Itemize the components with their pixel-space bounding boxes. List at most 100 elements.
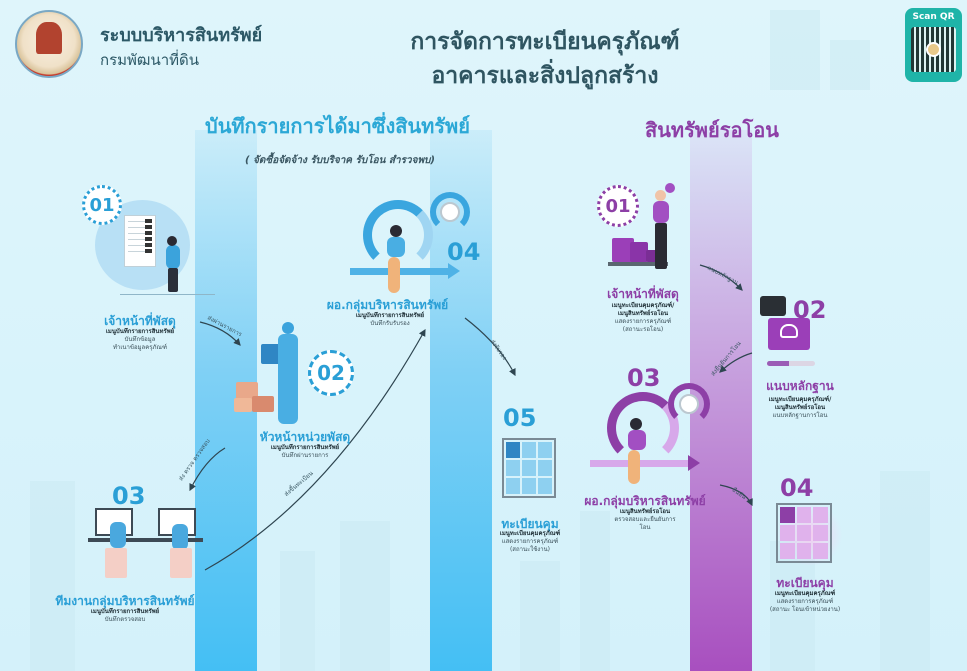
supply-officer-figure-icon xyxy=(653,201,669,223)
skyline-building xyxy=(280,551,315,671)
storage-shelf-icon xyxy=(776,503,832,563)
step-role: ผอ.กลุ่มบริหารสินทรัพย์ xyxy=(584,494,706,508)
staff-figure-icon xyxy=(166,245,180,269)
step-detail: บันทึกรับรับรอง xyxy=(370,320,410,327)
step-menu: เมนูสินทรัพย์รอโอน xyxy=(617,310,669,317)
cardboard-box-icon xyxy=(252,396,274,412)
step-description: เมนูทะเบียนคุมครุภัณฑ์/ เมนูสินทรัพย์รอโ… xyxy=(598,302,688,334)
head-of-supply-head-icon xyxy=(282,322,294,334)
purple-box-icon xyxy=(630,242,648,262)
step-menu: เมนูบันทึกรายการสินทรัพย์ xyxy=(270,444,340,451)
step-number: 02 xyxy=(317,361,345,385)
team-member-figure-icon xyxy=(172,524,188,550)
step-description: เมนูสินทรัพย์รอโอน ตรวจสอบและยืนยันการ โ… xyxy=(600,508,690,532)
step-menu: เมนูทะเบียนคุมครุภัณฑ์ xyxy=(774,590,836,597)
step-number: 01 xyxy=(605,195,631,217)
step-number: 03 xyxy=(112,482,146,510)
step-role: เจ้าหน้าที่พัสดุ xyxy=(104,314,176,328)
cardboard-box-icon xyxy=(234,398,252,412)
step-detail: (สถานะใช้งาน) xyxy=(509,546,551,553)
step-number: 01 xyxy=(89,194,115,216)
director-head-icon xyxy=(630,418,642,430)
director-legs-icon xyxy=(628,450,640,484)
check-badge-icon xyxy=(665,183,675,193)
step-number: 04 xyxy=(447,238,481,266)
step-badge: 01 xyxy=(82,185,122,225)
folder-icon xyxy=(760,296,786,316)
skyline-building xyxy=(830,40,870,90)
ground-line xyxy=(120,294,215,295)
step-detail: (สถานะ โอนเข้าหน่วยงาน) xyxy=(769,606,841,613)
desk-icon xyxy=(88,538,203,542)
step-role: ผอ.กลุ่มบริหารสินทรัพย์ xyxy=(326,298,449,312)
small-cycle-arrow-icon xyxy=(668,383,710,425)
step-badge: 01 xyxy=(597,185,639,227)
step-detail: แสดงรายการครุภัณฑ์ xyxy=(614,318,672,325)
skyline-building xyxy=(340,521,390,671)
qr-code-icon[interactable] xyxy=(911,27,956,72)
upload-progress-bar xyxy=(767,361,815,366)
cart-icon xyxy=(608,262,668,266)
logo-emblem-icon xyxy=(36,22,62,54)
step-menu: เมนูสินทรัพย์รอโอน xyxy=(774,404,826,411)
cardboard-box-icon xyxy=(236,382,258,400)
step-detail: แสดงรายการครุภัณฑ์ xyxy=(776,598,834,605)
upload-arrow-icon xyxy=(780,324,798,338)
step-description: เมนูทะเบียนคุมครุภัณฑ์ แสดงรายการครุภัณฑ… xyxy=(755,590,855,614)
progress-arrow-icon xyxy=(590,455,700,471)
step-role: แนบหลักฐาน xyxy=(766,379,834,393)
skyline-building xyxy=(580,511,610,671)
acquisition-subtitle: ( จัดซื้อจัดจ้าง รับบริจาค รับโอน สำรวจพ… xyxy=(245,155,435,166)
cycle-arrow-icon xyxy=(363,200,433,270)
step-detail: แนบหลักฐานการโอน xyxy=(772,412,828,419)
step-menu: เมนูทะเบียนคุมครุภัณฑ์/ xyxy=(611,302,675,309)
step-description: เมนูบันทึกรายการสินทรัพย์ บันทึกผ่านรายก… xyxy=(250,444,360,460)
skyline-building xyxy=(30,481,75,671)
step-badge: 02 xyxy=(308,350,354,396)
step-detail: บันทึกผ่านรายการ xyxy=(281,452,329,459)
step-role: ทะเบียนคุม xyxy=(501,517,559,531)
step-menu: เมนูทะเบียนคุมครุภัณฑ์ xyxy=(499,530,561,537)
step-menu: เมนูสินทรัพย์รอโอน xyxy=(619,508,671,515)
held-box-icon xyxy=(261,344,283,364)
step-number: 05 xyxy=(503,404,537,432)
skyline-building xyxy=(520,561,560,671)
head-of-supply-figure-icon xyxy=(278,334,298,424)
page-title: การจัดการทะเบียนครุภัณฑ์ อาคารและสิ่งปลู… xyxy=(330,25,760,93)
acquisition-title: บันทึกรายการได้มาซึ่งสินทรัพย์ xyxy=(205,114,470,138)
small-cycle-arrow-icon xyxy=(430,192,470,232)
arrow-label: ส่งขึ้นทะเบียน xyxy=(283,469,315,499)
step-menu: เมนูทะเบียนคุมครุภัณฑ์/ xyxy=(768,396,832,403)
step-description: เมนูบันทึกรายการสินทรัพย์ บันทึกข้อมูล ท… xyxy=(80,328,200,352)
department-name: กรมพัฒนาที่ดิน xyxy=(100,51,200,69)
cycle-arrow-icon xyxy=(607,392,679,464)
step-detail: (สถานะรอโอน) xyxy=(622,326,664,333)
step-number: 04 xyxy=(780,474,814,502)
step-detail: บันทึกตรวจสอบ xyxy=(104,616,146,623)
qr-logo-icon xyxy=(926,42,941,57)
page-title-line1: การจัดการทะเบียนครุภัณฑ์ xyxy=(410,29,680,55)
skyline-building xyxy=(770,10,820,90)
chair-icon xyxy=(105,548,127,578)
staff-head-icon xyxy=(167,236,177,246)
cloud-upload-folder-icon xyxy=(768,318,810,350)
step-number: 03 xyxy=(627,364,661,392)
staff-legs-icon xyxy=(168,268,178,292)
skyline-building xyxy=(880,471,930,671)
step-description: เมนูทะเบียนคุมครุภัณฑ์/ เมนูสินทรัพย์รอโ… xyxy=(760,396,840,420)
step-detail: โอน xyxy=(639,524,651,531)
pending-transfer-title: สินทรัพย์รอโอน xyxy=(645,118,779,142)
step-detail: ตรวจสอบและยืนยันการ xyxy=(614,516,676,523)
director-head-icon xyxy=(390,225,402,237)
team-member-figure-icon xyxy=(110,522,126,548)
step-description: เมนูทะเบียนคุมครุภัณฑ์ แสดงรายการครุภัณฑ… xyxy=(485,530,575,554)
step-menu: เมนูบันทึกรายการสินทรัพย์ xyxy=(90,608,160,615)
step-detail: แสดงรายการครุภัณฑ์ xyxy=(501,538,559,545)
director-figure-icon xyxy=(628,430,646,450)
step-role: เจ้าหน้าที่พัสดุ xyxy=(607,287,679,301)
purple-box-icon xyxy=(612,238,634,262)
page-title-line2: อาคารและสิ่งปลูกสร้าง xyxy=(431,63,659,89)
clock-icon xyxy=(440,202,460,222)
supply-officer-legs-icon xyxy=(655,223,667,269)
step-description: เมนูบันทึกรายการสินทรัพย์ บันทึกตรวจสอบ xyxy=(60,608,190,624)
